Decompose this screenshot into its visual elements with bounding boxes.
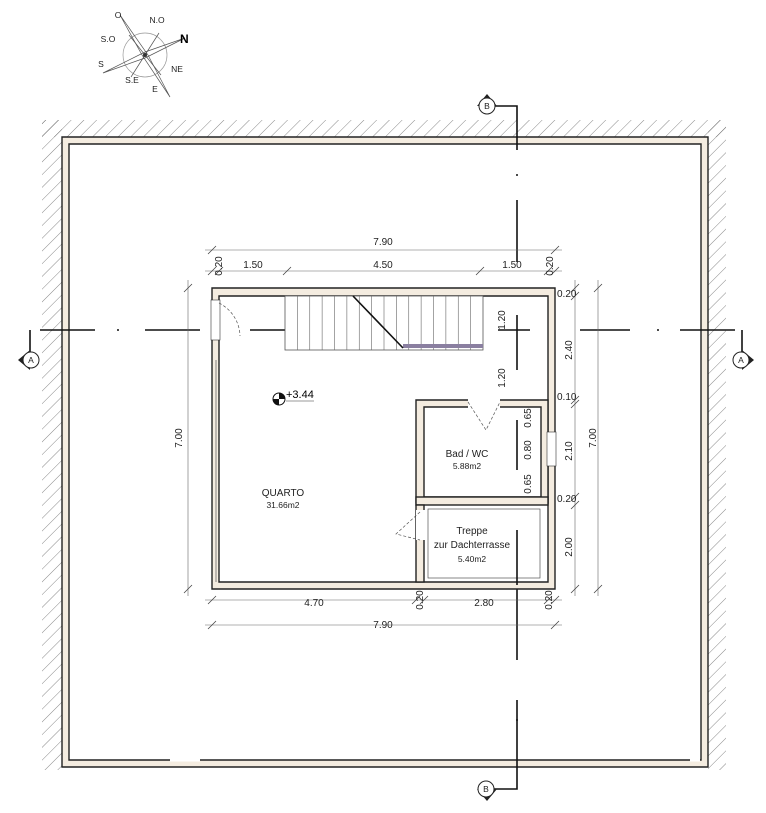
dim-right: 2.10 (564, 441, 575, 461)
room-area-bath: 5.88m2 (453, 461, 482, 471)
dimension-tick (207, 595, 217, 605)
dim-top: 0.20 (214, 256, 225, 276)
dim-bath: 0.65 (523, 474, 534, 494)
dimension-tick (543, 595, 553, 605)
dimension-tick (183, 283, 193, 293)
dimension-tick (550, 266, 560, 276)
compass-label: N.O (149, 15, 165, 25)
svg-text:A: A (738, 355, 744, 365)
compass-label: S.O (101, 34, 116, 44)
section-marker-b-top: B (477, 94, 497, 115)
dimension-tick (570, 399, 580, 409)
section-marker-b-bottom: B (477, 780, 497, 801)
svg-text:A: A (28, 355, 34, 365)
room-name-stair: Treppe (456, 526, 488, 537)
dim-right: 0.20 (557, 494, 577, 505)
section-line-b (487, 105, 518, 790)
dim-right: 0.10 (557, 392, 577, 403)
level-value: +3.44 (286, 389, 314, 401)
dim-top: 1.50 (243, 260, 263, 271)
dim-right: 2.00 (564, 537, 575, 557)
dimension-tick (419, 595, 429, 605)
dimension-tick (207, 620, 217, 630)
dimension-tick (550, 595, 560, 605)
dim-right: 2.40 (564, 340, 575, 360)
room-name-quarto: QUARTO (262, 488, 305, 499)
dimension-tick (550, 620, 560, 630)
dim-top: 0.20 (545, 256, 556, 276)
dim-bottom: 0.20 (415, 590, 426, 610)
compass-label: S.E (125, 75, 139, 85)
room-name-bath: Bad / WC (446, 449, 489, 460)
dim-stair: 1.20 (497, 368, 508, 388)
compass-label: S (98, 59, 104, 69)
compass-label: N (180, 32, 189, 46)
dim-right: 0.20 (557, 289, 577, 300)
dimension-tick (593, 584, 603, 594)
level-marker: +3.44 (272, 389, 314, 406)
svg-text:B: B (484, 101, 490, 111)
dim-top: 4.50 (373, 260, 393, 271)
dim-bath: 0.80 (523, 440, 534, 460)
dimension-tick (570, 584, 580, 594)
room-area-stair: 5.40m2 (458, 554, 487, 564)
dim-right-total: 7.00 (588, 428, 599, 448)
dim-bottom: 4.70 (304, 598, 324, 609)
compass-label: NE (171, 64, 183, 74)
room-area-quarto: 31.66m2 (266, 500, 299, 510)
dimension-tick (207, 266, 217, 276)
room-name-stair-2: zur Dachterrasse (434, 540, 511, 551)
staircase (284, 295, 484, 351)
dimension-tick (570, 283, 580, 293)
dimension-tick (411, 595, 421, 605)
dim-stair: 1.20 (497, 310, 508, 330)
compass-rose-icon: O N.O N NE E S.E S S.O (98, 10, 189, 98)
dim-bottom-total: 7.90 (373, 620, 393, 631)
dim-bottom: 2.80 (474, 598, 494, 609)
section-marker-a-right: A (732, 350, 754, 370)
dimension-tick (570, 291, 580, 301)
section-marker-a-left: A (18, 350, 40, 370)
terrace-outer-wall (42, 120, 726, 770)
dimension-tick (214, 266, 224, 276)
svg-text:B: B (483, 784, 489, 794)
compass-label: O (115, 10, 122, 20)
dimension-tick (570, 395, 580, 405)
dimension-tick (550, 245, 560, 255)
dimension-tick (207, 245, 217, 255)
dim-left-total: 7.00 (174, 428, 185, 448)
compass-label: E (152, 84, 158, 94)
dimension-tick (543, 266, 553, 276)
dimension-tick (570, 500, 580, 510)
dim-bath: 0.65 (523, 408, 534, 428)
dimension-tick (183, 584, 193, 594)
dimension-tick (475, 266, 485, 276)
dimension-lines (183, 245, 603, 630)
dimension-tick (593, 283, 603, 293)
dim-bottom: 0.20 (544, 590, 555, 610)
dimension-tick (570, 492, 580, 502)
dim-top: 1.50 (502, 260, 522, 271)
dim-top-total: 7.90 (373, 237, 393, 248)
dimension-tick (282, 266, 292, 276)
house-walls (210, 287, 557, 590)
